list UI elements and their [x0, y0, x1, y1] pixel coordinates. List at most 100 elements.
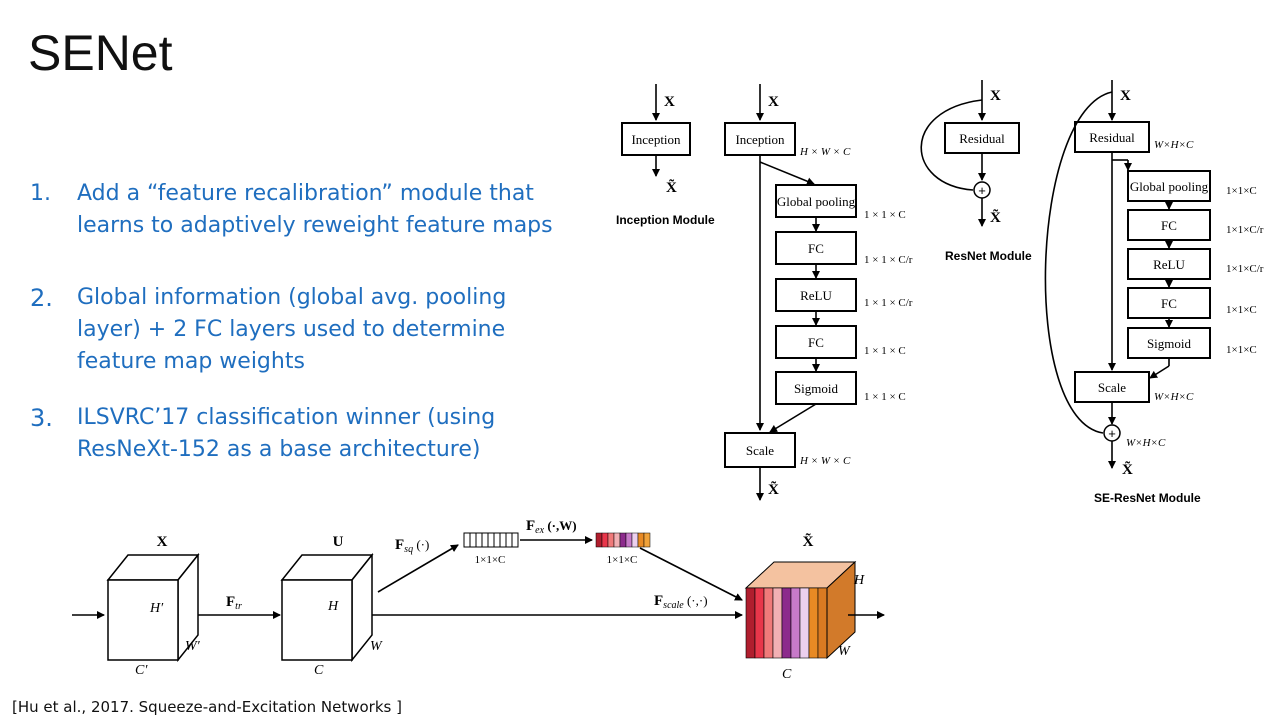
output-channel	[754, 587, 765, 659]
squeeze-cell	[487, 532, 495, 548]
excitation-cell	[643, 532, 651, 548]
output-channels: C	[782, 667, 792, 682]
output-label: X̃	[803, 533, 814, 550]
x-width: W′	[185, 639, 201, 654]
block-label: FC	[808, 241, 824, 256]
se-resnet-caption: SE-ResNet Module	[1094, 491, 1201, 505]
inception-block	[621, 122, 691, 156]
fc-block	[1127, 287, 1211, 319]
inception-dim: H × W × C	[799, 146, 851, 158]
point-number: 1.	[30, 181, 51, 206]
se-resnet-diagram: X Residual W×H×C Global pooling FC ReLU …	[1044, 80, 1264, 505]
output-label: X̃	[1122, 461, 1133, 478]
output-channel	[799, 587, 810, 659]
point-text: Add a “feature recalibration” module tha…	[77, 181, 553, 238]
output-width: W	[838, 644, 851, 659]
output-label: X̃	[768, 481, 779, 498]
output-label: X̃	[666, 179, 677, 196]
input-label: X	[768, 94, 779, 110]
point-number: 2.	[30, 284, 53, 312]
input-label: X	[990, 88, 1001, 104]
output-channel	[808, 587, 819, 659]
squeeze-cell	[493, 532, 501, 548]
dim-label: 1×1×C	[1226, 185, 1257, 197]
inception-label: Inception	[631, 132, 681, 147]
fc-block	[775, 231, 857, 265]
slide-title: SENet	[28, 25, 173, 81]
dim-label: 1 × 1 × C/r	[864, 254, 913, 266]
point-text: Global information (global avg. pooling …	[77, 285, 507, 374]
squeeze-cell	[499, 532, 507, 548]
block-label: Global pooling	[1130, 179, 1209, 194]
block-label: Sigmoid	[1147, 336, 1192, 351]
u-width: W	[370, 639, 383, 654]
relu-block	[1127, 248, 1211, 280]
output-height: H	[853, 573, 865, 588]
dim-label: 1 × 1 × C	[864, 391, 906, 403]
sum-sign: +	[978, 183, 986, 198]
resnet-module-diagram: X Residual + X̃ ResNet Module	[920, 80, 1032, 263]
dim-label: 1 × 1 × C/r	[864, 297, 913, 309]
se-block-diagram: X H′ W′ C′ Ftr U H W C Fsq (·) 1×1×C Fex…	[72, 518, 885, 682]
squeeze-cell	[505, 532, 513, 548]
sum-sign: +	[1108, 426, 1116, 441]
x-cube	[106, 552, 200, 663]
squeeze-cell	[511, 532, 519, 548]
inception-module-diagram: X Inception X̃ Inception Module	[616, 84, 715, 227]
u-cube	[280, 552, 374, 663]
squeeze-dim: 1×1×C	[475, 554, 506, 566]
inception-label: Inception	[735, 132, 785, 147]
input-label: X	[664, 94, 675, 110]
excitation-cell	[619, 532, 627, 548]
excitation-vector	[595, 532, 651, 548]
x-channels: C′	[135, 663, 148, 678]
u-label: U	[333, 534, 344, 550]
resnet-module-caption: ResNet Module	[945, 249, 1032, 263]
dim-label: 1×1×C/r	[1226, 224, 1264, 236]
output-feature-maps	[744, 560, 857, 660]
squeeze-cell	[463, 532, 471, 548]
block-label: FC	[808, 335, 824, 350]
f-ex-label: Fex (·,W)	[526, 518, 577, 536]
output-channel	[745, 587, 756, 659]
output-channel	[772, 587, 783, 659]
f-tr-label: Ftr	[226, 594, 242, 612]
residual-block	[944, 122, 1020, 154]
squeeze-cell	[475, 532, 483, 548]
global-pooling-block	[1127, 170, 1211, 202]
scale-dim: W×H×C	[1154, 391, 1194, 403]
dim-label: 1×1×C	[1226, 304, 1257, 316]
input-label: X	[1120, 88, 1131, 104]
block-label: FC	[1161, 218, 1177, 233]
excitation-cell	[637, 532, 645, 548]
output-channel	[763, 587, 774, 659]
output-channel	[790, 587, 801, 659]
stack-side-face	[826, 560, 856, 660]
u-channels: C	[314, 663, 324, 678]
residual-dim: W×H×C	[1154, 139, 1194, 151]
point-number: 3.	[30, 404, 53, 432]
block-label: Global pooling	[777, 194, 856, 209]
se-inception-diagram: X Inception H × W × C Global pooling FC …	[724, 84, 913, 501]
point-text: ILSVRC’17 classification winner (using R…	[77, 405, 496, 462]
output-channel	[817, 587, 828, 659]
scale-label: Scale	[746, 443, 774, 458]
u-height: H	[327, 599, 339, 614]
residual-label: Residual	[1089, 130, 1135, 145]
excitation-dim: 1×1×C	[607, 554, 638, 566]
dim-label: 1 × 1 × C	[864, 345, 906, 357]
dim-label: 1 × 1 × C	[864, 209, 906, 221]
squeeze-cell	[481, 532, 489, 548]
sum-dim: W×H×C	[1126, 437, 1166, 449]
block-label: FC	[1161, 296, 1177, 311]
block-label: ReLU	[1153, 257, 1185, 272]
scale-block	[724, 432, 796, 468]
excitation-cell	[613, 532, 621, 548]
f-scale-label: Fscale (·,·)	[654, 593, 708, 611]
fc-block	[775, 325, 857, 359]
output-channel	[781, 587, 792, 659]
scale-block	[1074, 371, 1150, 403]
dim-label: 1×1×C	[1226, 344, 1257, 356]
inception-module-caption: Inception Module	[616, 213, 715, 227]
